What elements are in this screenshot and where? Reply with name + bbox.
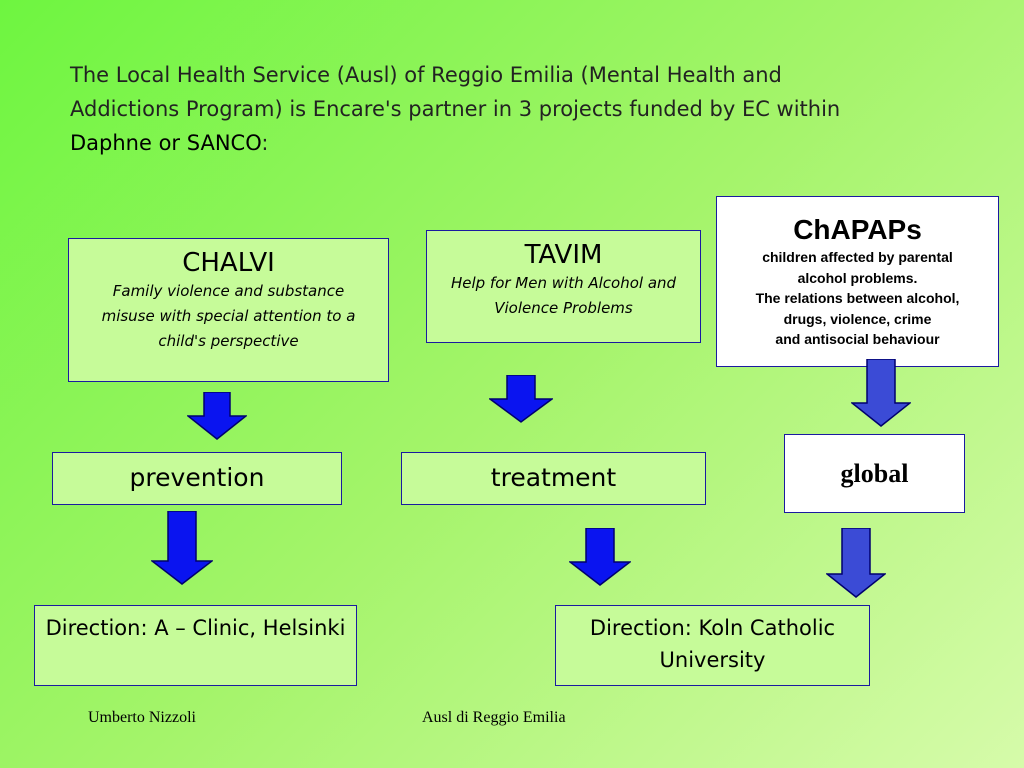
chalvi-subtitle: Family violence and substance misuse wit… [101,282,356,350]
direction-koln-box: Direction: Koln Catholic University [555,605,870,686]
direction-koln-label: Direction: Koln Catholic University [589,616,836,672]
arrow-down-icon [569,528,631,586]
arrow-down-icon [151,511,213,585]
intro-line-2: Addictions Program) is Encare's partner … [70,97,841,121]
tavim-subtitle: Help for Men with Alcohol and Violence P… [450,274,677,317]
footer-organization: Ausl di Reggio Emilia [422,709,566,726]
chapaps-subtitle-line: drugs, violence, crime [783,310,932,327]
chapaps-subtitle-line: alcohol problems. [797,269,918,286]
arrow-down-icon [187,392,247,440]
tavim-box: TAVIM Help for Men with Alcohol and Viol… [426,230,701,343]
intro-line-1: The Local Health Service (Ausl) of Reggi… [70,63,782,87]
intro-suffix: : [261,131,269,155]
chapaps-box: ChAPAPs children affected by parental al… [716,196,999,367]
prevention-label: prevention [129,463,265,492]
chapaps-subtitle: children affected by parental alcohol pr… [717,247,998,350]
chapaps-subtitle-line: The relations between alcohol, [755,290,960,306]
treatment-box: treatment [401,452,706,505]
chalvi-title: CHALVI [182,248,275,278]
prevention-box: prevention [52,452,342,505]
arrow-down-icon [851,359,911,427]
chalvi-box: CHALVI Family violence and substance mis… [68,238,389,382]
intro-text: The Local Health Service (Ausl) of Reggi… [70,58,970,160]
chapaps-title: ChAPAPs [793,214,922,245]
tavim-title: TAVIM [524,240,603,270]
footer-author: Umberto Nizzoli [88,709,196,726]
chapaps-subtitle-line: and antisocial behaviour [775,331,940,347]
chapaps-subtitle-line: children affected by parental [762,249,953,265]
direction-helsinki-box: Direction: A – Clinic, Helsinki [34,605,357,686]
arrow-down-icon [489,375,553,423]
treatment-label: treatment [490,463,617,492]
global-box: global [784,434,965,513]
arrow-down-icon [826,528,886,598]
global-label: global [840,458,909,488]
intro-line-3: Daphne or SANCO: [70,126,970,160]
direction-helsinki-label: Direction: A – Clinic, Helsinki [45,616,346,640]
intro-highlight: Daphne or SANCO [70,131,262,155]
